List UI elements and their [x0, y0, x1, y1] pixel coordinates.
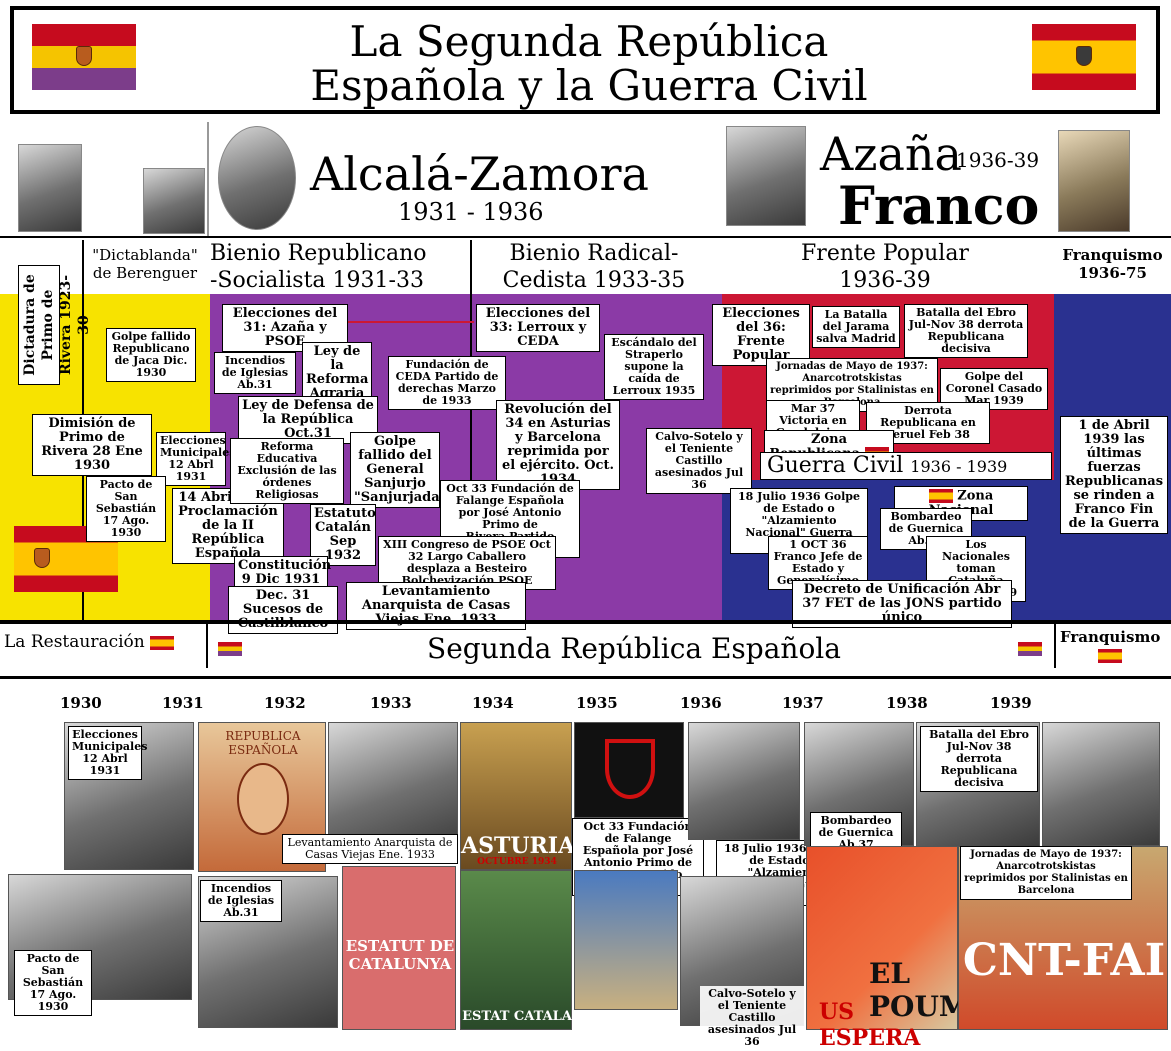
year-label: 1934: [472, 694, 514, 712]
portrait-primo: [18, 144, 82, 232]
coat-of-arms-icon: [76, 46, 92, 66]
photo-barcelona: [1042, 722, 1160, 846]
event-elecciones-36: Elecciones del 36: Frente Popular: [712, 304, 810, 366]
year-label: 1932: [264, 694, 306, 712]
page-title: La Segunda República Española y la Guerr…: [310, 17, 868, 110]
guerra-civil-label: Guerra Civil 1936 - 1939: [760, 452, 1052, 480]
event-dimision-primo: Dimisión de Primo de Rivera 28 Ene 1930: [32, 414, 152, 476]
event-estraperlo: Escándalo del Straperlo supone la caída …: [604, 334, 704, 400]
leader-franco: Franco: [838, 176, 1040, 237]
event-jarama: La Batalla del Jarama salva Madrid: [812, 306, 900, 348]
period-bienio-rc: Bienio Radical-Cedista 1933-35: [472, 240, 716, 294]
republican-flag-icon: [218, 642, 242, 656]
event-golpe-jaca: Golpe fallido Republicano de Jaca Dic. 1…: [106, 328, 196, 382]
photo-alzamiento: [688, 722, 800, 840]
year-label: 1937: [782, 694, 824, 712]
caption-jornadas: Jornadas de Mayo de 1937: Anarcotrotskis…: [960, 846, 1132, 900]
nationalist-flag: [1032, 24, 1136, 90]
portrait-franco: [1058, 130, 1130, 232]
header-rule: [0, 236, 1171, 238]
portrait-berenguer: [143, 168, 205, 234]
yoke-arrows-icon: [605, 739, 655, 799]
woman-face-icon: [237, 763, 289, 835]
timeline-franquismo: Franquismo: [1060, 628, 1160, 664]
year-label: 1931: [162, 694, 204, 712]
caption-casas-viejas: Levantamiento Anarquista de Casas Viejas…: [282, 834, 458, 864]
portrait-alcala-zamora: [218, 126, 296, 230]
event-castilblanco: Dec. 31 Sucesos de Castilblanco: [228, 586, 338, 634]
year-label: 1939: [990, 694, 1032, 712]
poster-estatut: ESTATUT DE CATALUNYA: [342, 866, 456, 1030]
divider: [207, 122, 209, 237]
event-xiii-congreso: XIII Congreso de PSOE Oct 32 Largo Cabal…: [378, 536, 556, 590]
divider: [206, 624, 208, 668]
poster-poum: EL POUM US ESPERA: [806, 846, 970, 1051]
leader-alcala-years: 1931 - 1936: [398, 198, 544, 226]
event-reforma-agraria: Ley de la Reforma Agraria: [302, 342, 372, 404]
period-primo-rivera: Dictadura de Primo de Rivera 1923-30: [18, 265, 92, 385]
title-frame: La Segunda República Española y la Guerr…: [10, 6, 1160, 114]
year-label: 1938: [886, 694, 928, 712]
year-label: 1935: [576, 694, 618, 712]
divider: [1054, 624, 1056, 668]
caption-calvo: Calvo-Sotelo y el Teniente Castillo ases…: [700, 986, 804, 1050]
caption-ebro: Batalla del Ebro Jul-Nov 38 derrota Repu…: [920, 726, 1038, 792]
republican-flag-icon: [1018, 642, 1042, 656]
poster-republica: REPUBLICA ESPAÑOLA: [198, 722, 326, 872]
year-label: 1933: [370, 694, 412, 712]
leader-azana-years: 1936-39: [956, 148, 1040, 172]
portrait-azana: [726, 126, 806, 226]
spanish-flag-icon: [1098, 649, 1123, 663]
portrait-bishop: [574, 870, 678, 1010]
connector-line: [348, 321, 474, 323]
timeline-segunda: Segunda República Española: [214, 632, 1054, 668]
event-calvo-sotelo: Calvo-Sotelo y el Teniente Castillo ases…: [646, 428, 752, 494]
poster-asturias: ASTURIAS OCTUBRE 1934: [460, 722, 591, 870]
event-constitucion: Constitución 9 Dic 1931: [234, 556, 331, 590]
leader-azana: Azaña: [820, 127, 962, 181]
timeline-axis: [0, 676, 1171, 679]
event-revolucion-34: Revolución del 34 en Asturias y Barcelon…: [496, 400, 620, 490]
timeline-restauracion: La Restauración: [4, 632, 175, 652]
eagle-icon: [1076, 46, 1092, 66]
spanish-flag-icon: [928, 489, 953, 503]
spanish-flag-icon: [150, 635, 175, 650]
event-elecciones-33: Elecciones del 33: Lerroux y CEDA: [476, 304, 600, 352]
event-elecciones-municipales: Elecciones Municipales 12 Abrl 1931: [156, 432, 235, 486]
event-fundacion-ceda: Fundación de CEDA Partido de derechas Ma…: [388, 356, 506, 410]
event-reforma-educativa: Reforma Educativa Exclusión de las órden…: [230, 438, 344, 504]
timeline-bar: [0, 620, 1171, 624]
leader-alcala-zamora: Alcalá-Zamora: [310, 147, 649, 201]
event-sanjurjada: Golpe fallido del General Sanjurjo "Sanj…: [350, 432, 446, 508]
year-label: 1936: [680, 694, 722, 712]
caption-pacto: Pacto de San Sebastián 17 Ago. 1930: [14, 950, 92, 1016]
caption-elecciones: Elecciones Municipales 12 Abrl 1931: [68, 726, 147, 780]
photo-casas-viejas: [328, 722, 458, 852]
event-proclamacion: 14 Abril 1931 Proclamación de la II Repú…: [172, 488, 284, 564]
event-fin-guerra: 1 de Abril 1939 las últimas fuerzas Repu…: [1060, 416, 1168, 534]
period-bienio-rs: Bienio Republicano-Socialista 1931-33: [210, 240, 472, 294]
year-label: 1930: [60, 694, 102, 712]
event-pacto-san-sebastian: Pacto de San Sebastián 17 Ago. 1930: [86, 476, 166, 542]
event-ebro: Batalla del Ebro Jul-Nov 38 derrota Repu…: [904, 304, 1028, 358]
republican-flag: [32, 24, 136, 90]
event-incendios: Incendios de Iglesias Ab.31: [214, 352, 296, 394]
event-estatuto-catalan: Estatuto Catalán Sep 1932: [310, 504, 376, 566]
coat-of-arms-icon: [34, 548, 50, 568]
period-berenguer: "Dictablanda"de Berenguer: [86, 246, 204, 282]
falange-emblem: [574, 722, 684, 818]
caption-incendios: Incendios de Iglesias Ab.31: [200, 880, 282, 922]
poster-estat-catala: ESTAT CATALA: [460, 870, 572, 1030]
